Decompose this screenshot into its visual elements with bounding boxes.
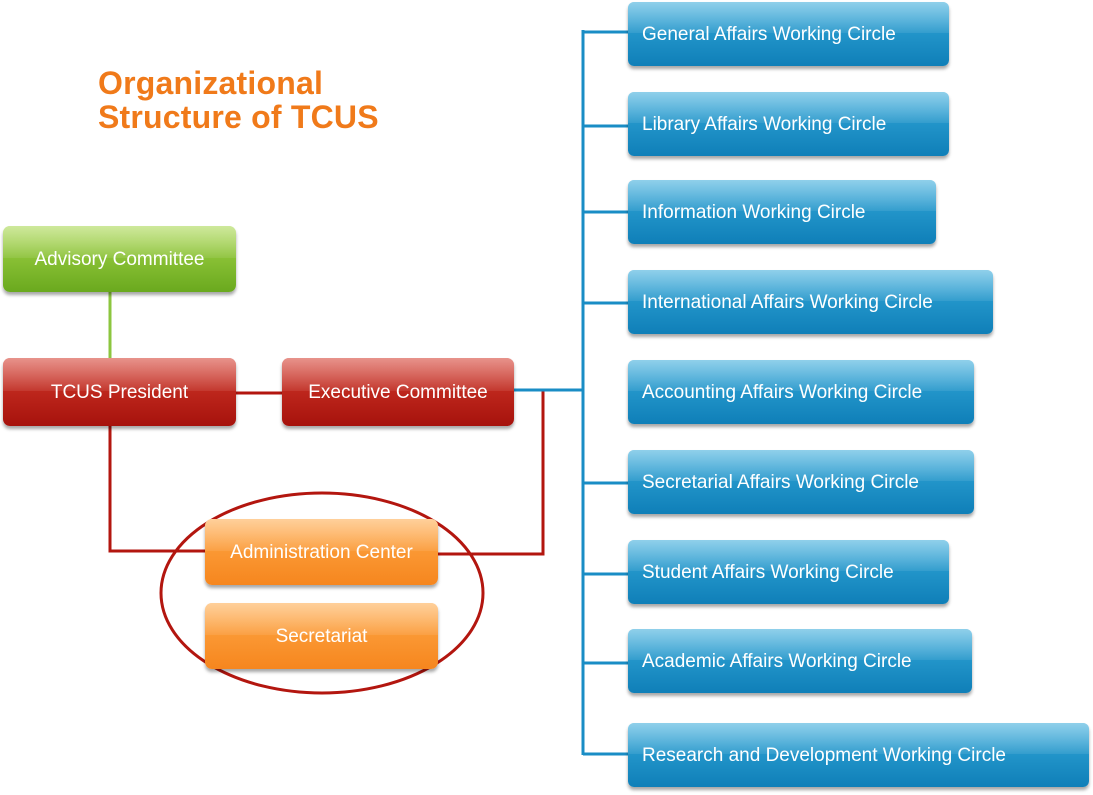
administration-center-node: Administration Center	[205, 519, 438, 585]
working-circle-academic: Academic Affairs Working Circle	[628, 629, 972, 693]
working-circle-information: Information Working Circle	[628, 180, 936, 244]
president-node: TCUS President	[3, 358, 236, 426]
working-circle-research: Research and Development Working Circle	[628, 723, 1089, 787]
advisory-committee-node: Advisory Committee	[3, 226, 236, 292]
working-circle-student: Student Affairs Working Circle	[628, 540, 949, 604]
working-circle-general: General Affairs Working Circle	[628, 2, 949, 66]
working-circle-library: Library Affairs Working Circle	[628, 92, 949, 156]
page-title: Organizational Structure of TCUS	[98, 66, 379, 134]
working-circle-international: International Affairs Working Circle	[628, 270, 993, 334]
executive-committee-node: Executive Committee	[282, 358, 514, 426]
secretariat-node: Secretariat	[205, 603, 438, 669]
working-circle-accounting: Accounting Affairs Working Circle	[628, 360, 974, 424]
president-admin-connector	[108, 426, 205, 553]
title-line-1: Organizational	[98, 65, 324, 101]
title-line-2: Structure of TCUS	[98, 99, 379, 135]
admin-group-ellipse	[159, 491, 485, 695]
working-circle-secretarial: Secretarial Affairs Working Circle	[628, 450, 974, 514]
